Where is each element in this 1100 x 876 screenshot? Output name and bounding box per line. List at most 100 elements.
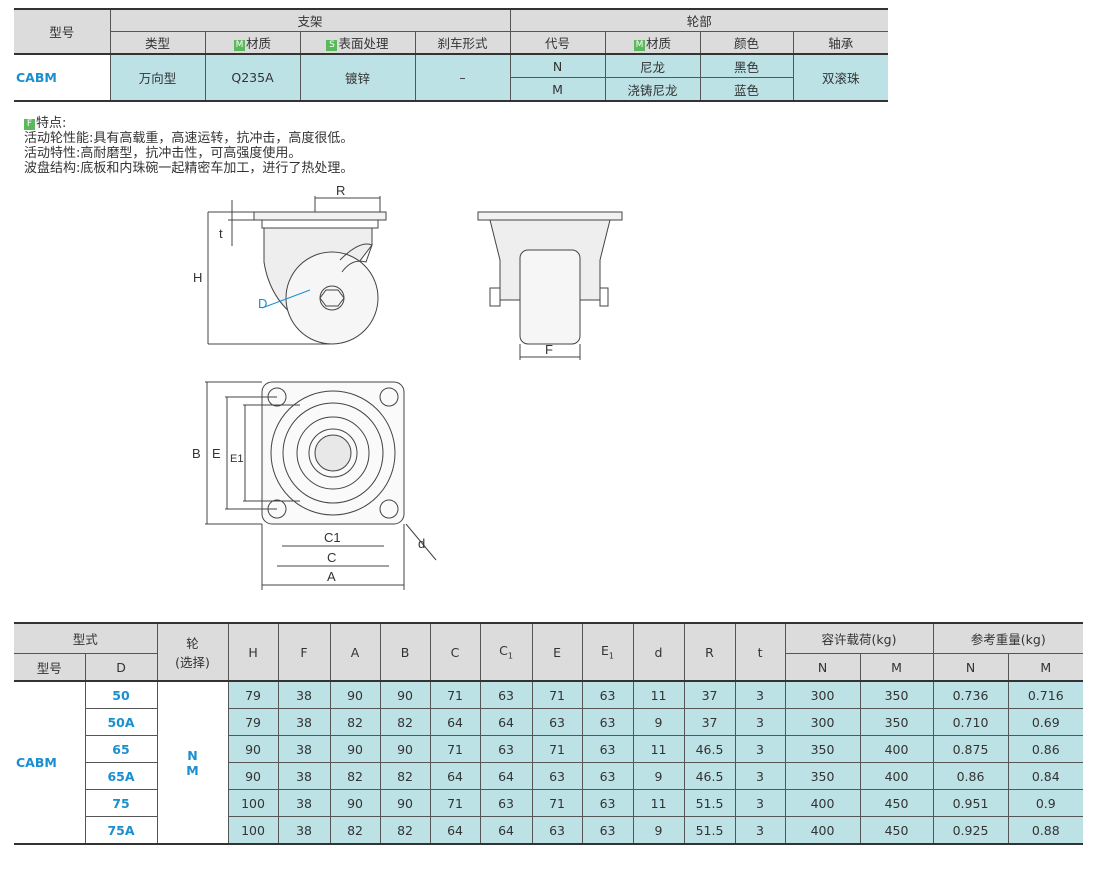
value-cell: 90 <box>329 680 381 709</box>
features-title: 特点: <box>36 116 67 131</box>
diameter-cell: 50A <box>85 708 158 736</box>
value-cell: 90 <box>379 680 431 709</box>
header-model: 型号 <box>14 653 86 682</box>
value-cell: 82 <box>379 762 431 790</box>
m-badge-icon: M <box>233 40 245 51</box>
value-cell: 38 <box>277 762 331 790</box>
value-cell: 51.5 <box>683 789 736 817</box>
value-cell: 64 <box>479 816 533 845</box>
value-cell: 38 <box>277 680 331 709</box>
value-cell: 3 <box>734 789 786 817</box>
type-cell: 万向型 <box>109 53 206 102</box>
value-cell: 400 <box>784 816 861 845</box>
caster-drawings: R t H D F B E E1 C1 C A d <box>192 183 623 590</box>
top-view <box>205 381 437 590</box>
header-model: 型号 <box>14 8 111 55</box>
diameter-cell: 65 <box>85 735 158 763</box>
value-cell: 3 <box>734 762 786 790</box>
value-cell: 37 <box>683 708 736 736</box>
value-cell: 71 <box>429 680 481 709</box>
value-cell: 71 <box>531 735 583 763</box>
header-load-M: M <box>859 653 934 682</box>
header-code: 代号 <box>509 31 606 55</box>
label-t: t <box>219 226 223 241</box>
header-wheel: 轮部 <box>509 8 889 32</box>
label-H: H <box>193 270 202 285</box>
value-cell: 400 <box>784 789 861 817</box>
diameter-cell: 75 <box>85 789 158 817</box>
value-cell: 38 <box>277 789 331 817</box>
header-D: D <box>84 653 158 682</box>
value-cell: 400 <box>859 762 934 790</box>
value-cell: 64 <box>429 762 481 790</box>
value-cell: 9 <box>632 708 685 736</box>
side-view <box>207 196 387 345</box>
value-cell: 0.875 <box>932 735 1009 763</box>
header-C1: C1 <box>479 622 533 682</box>
wheel-color-cell: 蓝色 <box>699 77 794 102</box>
value-cell: 64 <box>429 708 481 736</box>
header-weight-M: M <box>1007 653 1084 682</box>
value-cell: 63 <box>531 816 583 845</box>
label-A: A <box>327 569 336 584</box>
value-cell: 79 <box>227 708 279 736</box>
value-cell: 46.5 <box>683 735 736 763</box>
value-cell: 0.716 <box>1007 680 1084 709</box>
value-cell: 350 <box>784 735 861 763</box>
wheel-code-cell: M <box>510 77 606 102</box>
value-cell: 63 <box>581 708 634 736</box>
value-cell: 63 <box>581 816 634 845</box>
value-cell: 11 <box>632 680 685 709</box>
label-C1: C1 <box>324 530 341 545</box>
value-cell: 79 <box>227 680 279 709</box>
value-cell: 3 <box>734 708 786 736</box>
header-t: t <box>734 622 786 682</box>
value-cell: 450 <box>859 816 934 845</box>
value-cell: 90 <box>379 735 431 763</box>
value-cell: 71 <box>531 789 583 817</box>
value-cell: 63 <box>531 708 583 736</box>
value-cell: 90 <box>379 789 431 817</box>
header-R: R <box>683 622 736 682</box>
header-bearing: 轴承 <box>792 31 889 55</box>
wheel-color-cell: 黑色 <box>699 53 794 78</box>
value-cell: 450 <box>859 789 934 817</box>
header-color: 颜色 <box>699 31 794 55</box>
wheel-material-cell: 浇铸尼龙 <box>604 77 701 102</box>
value-cell: 3 <box>734 816 786 845</box>
value-cell: 11 <box>632 735 685 763</box>
value-cell: 82 <box>329 762 381 790</box>
header-weight: 参考重量(kg) <box>932 622 1084 654</box>
value-cell: 0.951 <box>932 789 1009 817</box>
value-cell: 0.86 <box>932 762 1009 790</box>
header-B: B <box>379 622 431 682</box>
value-cell: 3 <box>734 680 786 709</box>
header-type: 类型 <box>110 31 206 55</box>
value-cell: 63 <box>581 680 634 709</box>
feature-line: 活动特性:高耐磨型，抗冲击性，可高强度使用。 <box>24 146 302 161</box>
label-D: D <box>258 296 267 311</box>
value-cell: 37 <box>683 680 736 709</box>
value-cell: 82 <box>329 816 381 845</box>
value-cell: 100 <box>227 789 279 817</box>
value-cell: 100 <box>227 816 279 845</box>
value-cell: 64 <box>479 762 533 790</box>
value-cell: 51.5 <box>683 816 736 845</box>
value-cell: 0.736 <box>932 680 1009 709</box>
label-B: B <box>192 446 201 461</box>
wheel-material-cell: 尼龙 <box>604 53 701 78</box>
value-cell: 71 <box>531 680 583 709</box>
header-H: H <box>227 622 279 682</box>
value-cell: 82 <box>329 708 381 736</box>
value-cell: 0.925 <box>932 816 1009 845</box>
value-cell: 82 <box>379 816 431 845</box>
